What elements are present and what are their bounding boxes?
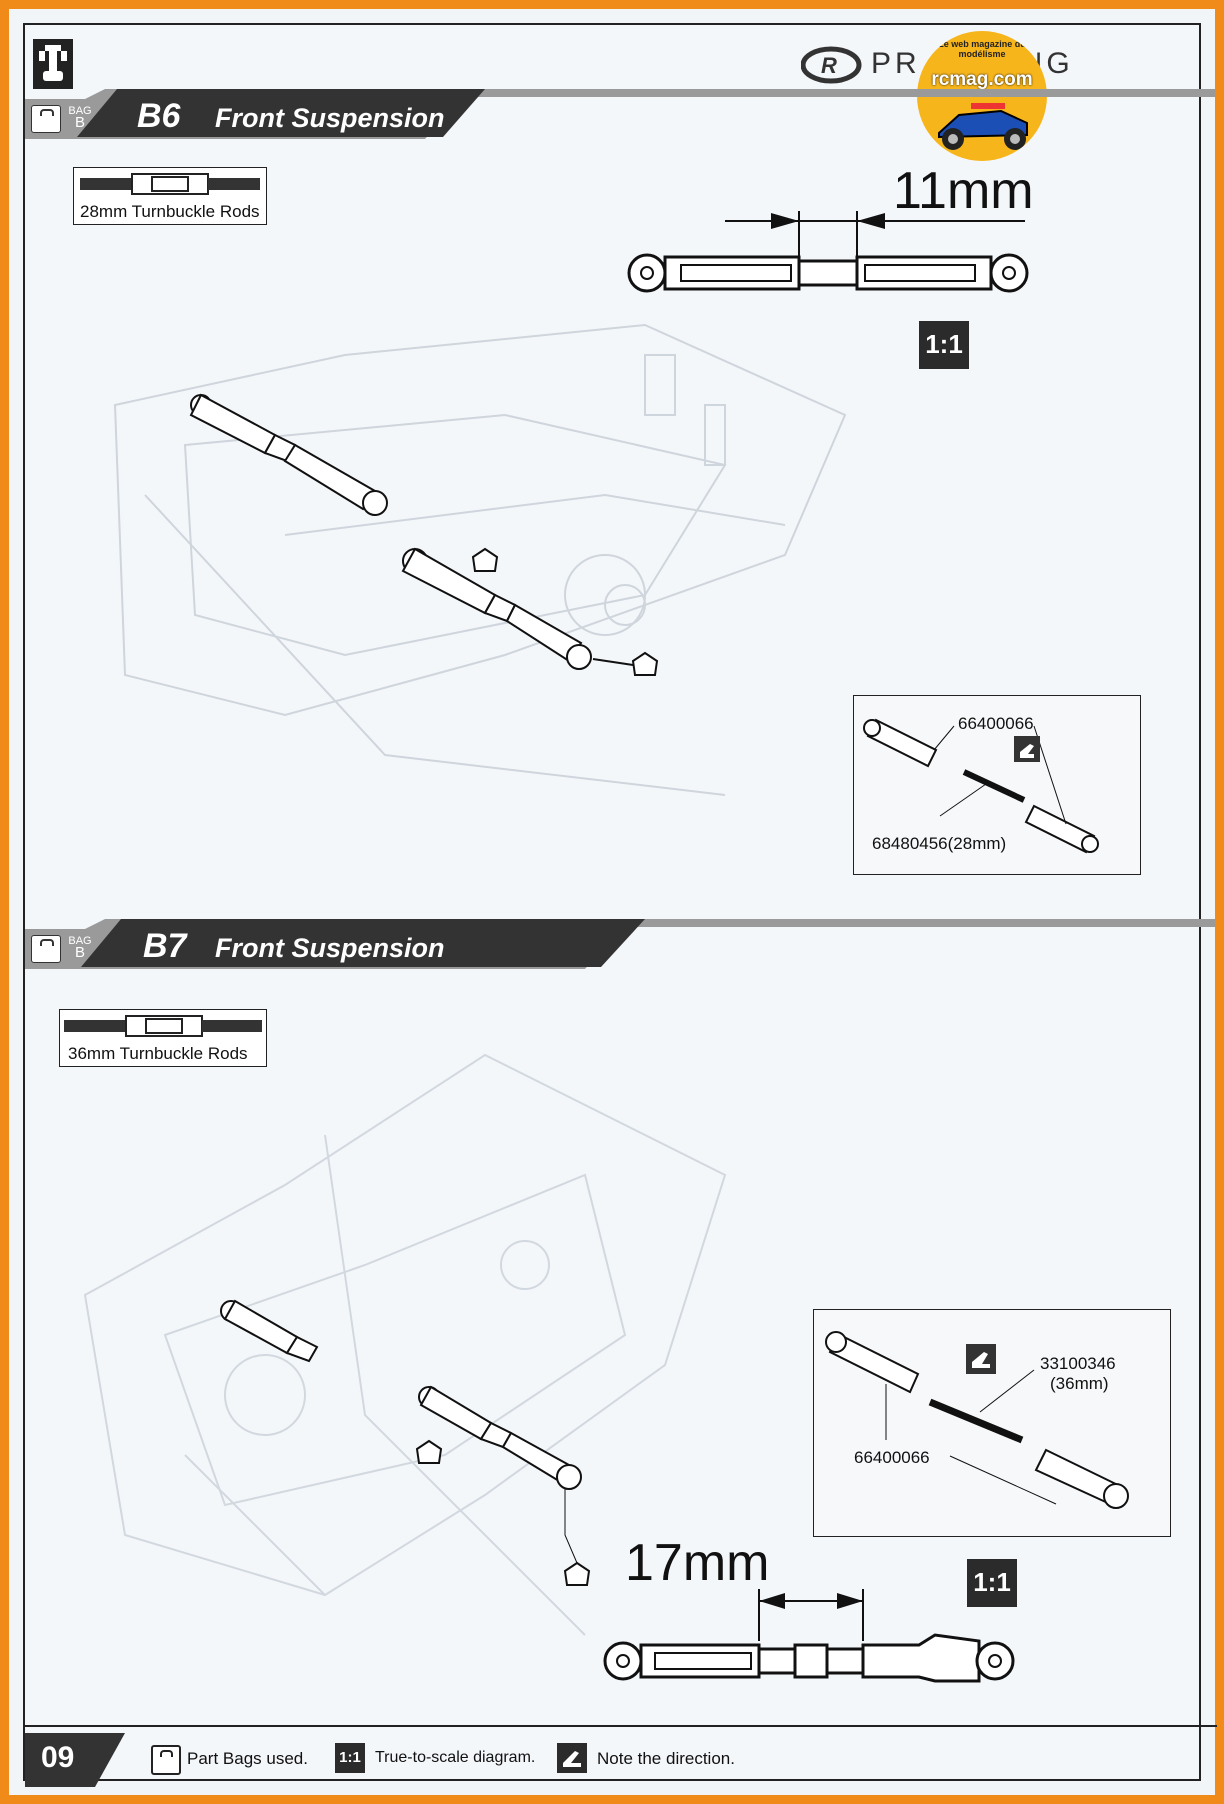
step-number: B6 bbox=[137, 97, 181, 135]
legend-part-bags: Part Bags used. bbox=[187, 1749, 308, 1768]
bag-letter: B bbox=[74, 114, 85, 131]
rod-part-number: 33100346 bbox=[1040, 1354, 1116, 1373]
buggy-icon bbox=[938, 103, 1028, 150]
step-b7-header: BAG B B7 Front Suspension bbox=[25, 919, 1215, 973]
dimension-label: 11mm bbox=[893, 162, 1034, 220]
chassis-illustration bbox=[83, 1053, 727, 1636]
part-bag-icon bbox=[151, 1745, 181, 1775]
car-icon bbox=[33, 39, 73, 89]
legend-direction: Note the direction. bbox=[597, 1749, 735, 1768]
page-number: 09 bbox=[41, 1741, 75, 1774]
turnbuckle-rod-icon bbox=[80, 173, 260, 195]
chassis-illustration bbox=[113, 323, 847, 796]
turnbuckle-rod-icon bbox=[64, 1015, 262, 1037]
dimension-diagram bbox=[627, 211, 1029, 293]
end-part-number: 66400066 bbox=[958, 714, 1034, 733]
part-bag-icon bbox=[31, 105, 61, 133]
brand-logo-mark: R bbox=[800, 46, 862, 84]
part-bag-icon bbox=[31, 935, 61, 963]
page-frame: R PR RACING Le web magazine du modélisme… bbox=[23, 23, 1217, 1787]
bag-label: BAG bbox=[68, 105, 92, 117]
end-part-number: 66400066 bbox=[854, 1448, 930, 1467]
rod-part-number: 68480456(28mm) bbox=[872, 834, 1007, 853]
scale-icon: 1:1 bbox=[335, 1743, 365, 1773]
bag-letter: B bbox=[74, 944, 85, 961]
parts-label: 36mm Turnbuckle Rods bbox=[68, 1044, 248, 1063]
step-b6-header: BAG B B6 Front Suspension bbox=[25, 89, 1215, 143]
scale-badge: 1:1 bbox=[919, 321, 969, 369]
rod-length: (36mm) bbox=[1050, 1374, 1109, 1393]
detail-callout-box: 33100346 (36mm) 66400066 bbox=[813, 1309, 1171, 1537]
detail-callout-box: 66400066 68480456(28mm) bbox=[853, 695, 1141, 875]
parts-box: 36mm Turnbuckle Rods bbox=[59, 1009, 267, 1067]
watermark-title: rcmag.com bbox=[931, 69, 1033, 90]
footer-bar: 09 Part Bags used. 1:1 True-to-scale dia… bbox=[25, 1725, 1217, 1799]
dimension-label: 17mm bbox=[625, 1534, 770, 1592]
step-title: Front Suspension bbox=[215, 103, 445, 133]
legend-scale: True-to-scale diagram. bbox=[375, 1749, 536, 1766]
dimension-diagram bbox=[603, 1589, 1015, 1683]
watermark-subtitle: Le web magazine du modélisme bbox=[938, 39, 1026, 59]
step-title: Front Suspension bbox=[215, 933, 445, 963]
bag-label: BAG bbox=[68, 935, 92, 947]
parts-label: 28mm Turnbuckle Rods bbox=[80, 202, 260, 221]
scale-badge: 1:1 bbox=[967, 1559, 1017, 1607]
step-number: B7 bbox=[143, 927, 187, 965]
parts-box: 28mm Turnbuckle Rods bbox=[73, 167, 267, 225]
direction-hand-icon bbox=[557, 1743, 587, 1773]
svg-text:R: R bbox=[821, 53, 837, 78]
